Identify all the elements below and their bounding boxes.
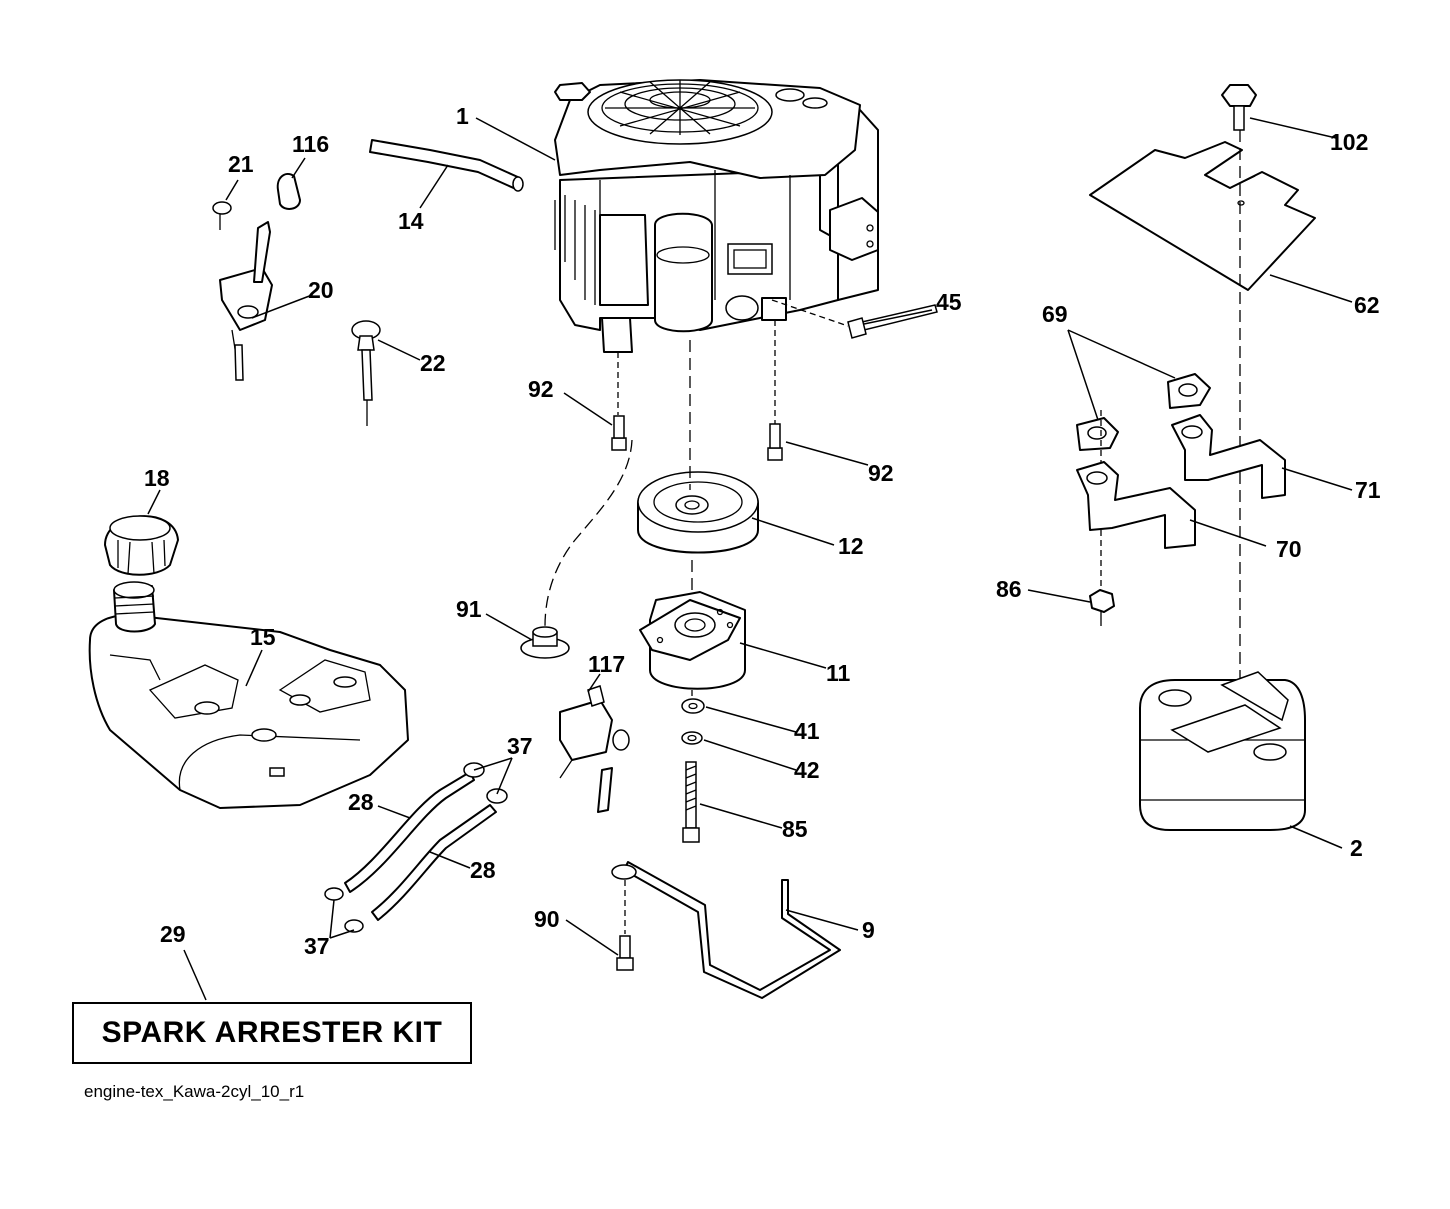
spark-arrester-kit-label: SPARK ARRESTER KIT	[101, 1016, 443, 1049]
fuel-hose-14	[369, 139, 521, 191]
callout-22: 22	[420, 350, 446, 376]
leader-lines	[147, 117, 1353, 1001]
fuel-tank-15	[88, 581, 409, 809]
callout-41: 41	[794, 718, 820, 744]
callout-14: 14	[398, 208, 424, 234]
callout-29: 29	[160, 921, 186, 947]
washer-41	[681, 698, 705, 714]
screw-21	[212, 201, 232, 230]
callout-45: 45	[936, 289, 962, 315]
knob-116	[276, 172, 301, 210]
callout-116: 116	[292, 131, 329, 157]
callout-37-upper: 37	[507, 733, 533, 759]
hose-clamps-37	[324, 762, 508, 933]
bolt-45	[847, 304, 938, 339]
callout-102: 102	[1330, 129, 1368, 155]
callout-70: 70	[1276, 536, 1302, 562]
fuel-valve-117	[559, 685, 630, 813]
bolt-92-right	[767, 423, 783, 461]
spark-arrester-kit-box: SPARK ARRESTER KIT	[72, 1002, 472, 1064]
callout-28-upper: 28	[348, 789, 374, 815]
callout-12: 12	[838, 533, 864, 559]
callout-42: 42	[794, 757, 820, 783]
fuel-hose-28-upper	[344, 771, 475, 893]
clutch-rod-9	[611, 861, 841, 999]
callout-90: 90	[534, 906, 560, 932]
exhaust-pipe-71	[1171, 414, 1286, 499]
callout-18: 18	[144, 465, 170, 491]
callout-69: 69	[1042, 301, 1068, 327]
fuel-hose-28-lower	[371, 804, 497, 921]
exhaust-pipe-70	[1076, 461, 1196, 549]
callout-71: 71	[1355, 477, 1381, 503]
engine-assembly	[554, 79, 879, 353]
callout-86: 86	[996, 576, 1022, 602]
callout-62: 62	[1354, 292, 1380, 318]
callout-21: 21	[228, 151, 254, 177]
callout-1: 1	[456, 103, 469, 129]
gasket-69-lower	[1076, 417, 1119, 451]
callout-20: 20	[308, 277, 334, 303]
choke-knob-22	[351, 320, 381, 426]
callout-85: 85	[782, 816, 808, 842]
bolt-85	[682, 761, 700, 843]
callout-37-lower: 37	[304, 933, 330, 959]
knob-102	[1221, 84, 1257, 131]
callout-15: 15	[250, 624, 276, 650]
callout-9: 9	[862, 917, 875, 943]
callout-91: 91	[456, 596, 482, 622]
bolt-92-left	[611, 415, 627, 451]
callout-28-lower: 28	[470, 857, 496, 883]
muffler-2	[1139, 671, 1306, 831]
fuel-cap-18	[104, 515, 179, 576]
washer-42	[681, 731, 703, 745]
pulley-12	[637, 471, 759, 554]
callout-92-left: 92	[528, 376, 554, 402]
heat-shield-62	[1089, 141, 1316, 291]
callout-2: 2	[1350, 835, 1363, 861]
throttle-control-assembly	[219, 221, 273, 381]
electric-clutch-11	[639, 591, 746, 690]
bolt-90	[616, 935, 634, 971]
bushing-91	[520, 626, 570, 659]
drawing-id: engine-tex_Kawa-2cyl_10_r1	[84, 1082, 305, 1101]
callout-labels: 1 2 9 11 12 14 15 18 20 21 22 28 28 29 3…	[144, 103, 1381, 959]
callout-11: 11	[826, 660, 851, 686]
callout-92-right: 92	[868, 460, 894, 486]
nut-86	[1089, 589, 1115, 626]
callout-117: 117	[588, 651, 625, 677]
gasket-69-upper	[1167, 373, 1211, 409]
